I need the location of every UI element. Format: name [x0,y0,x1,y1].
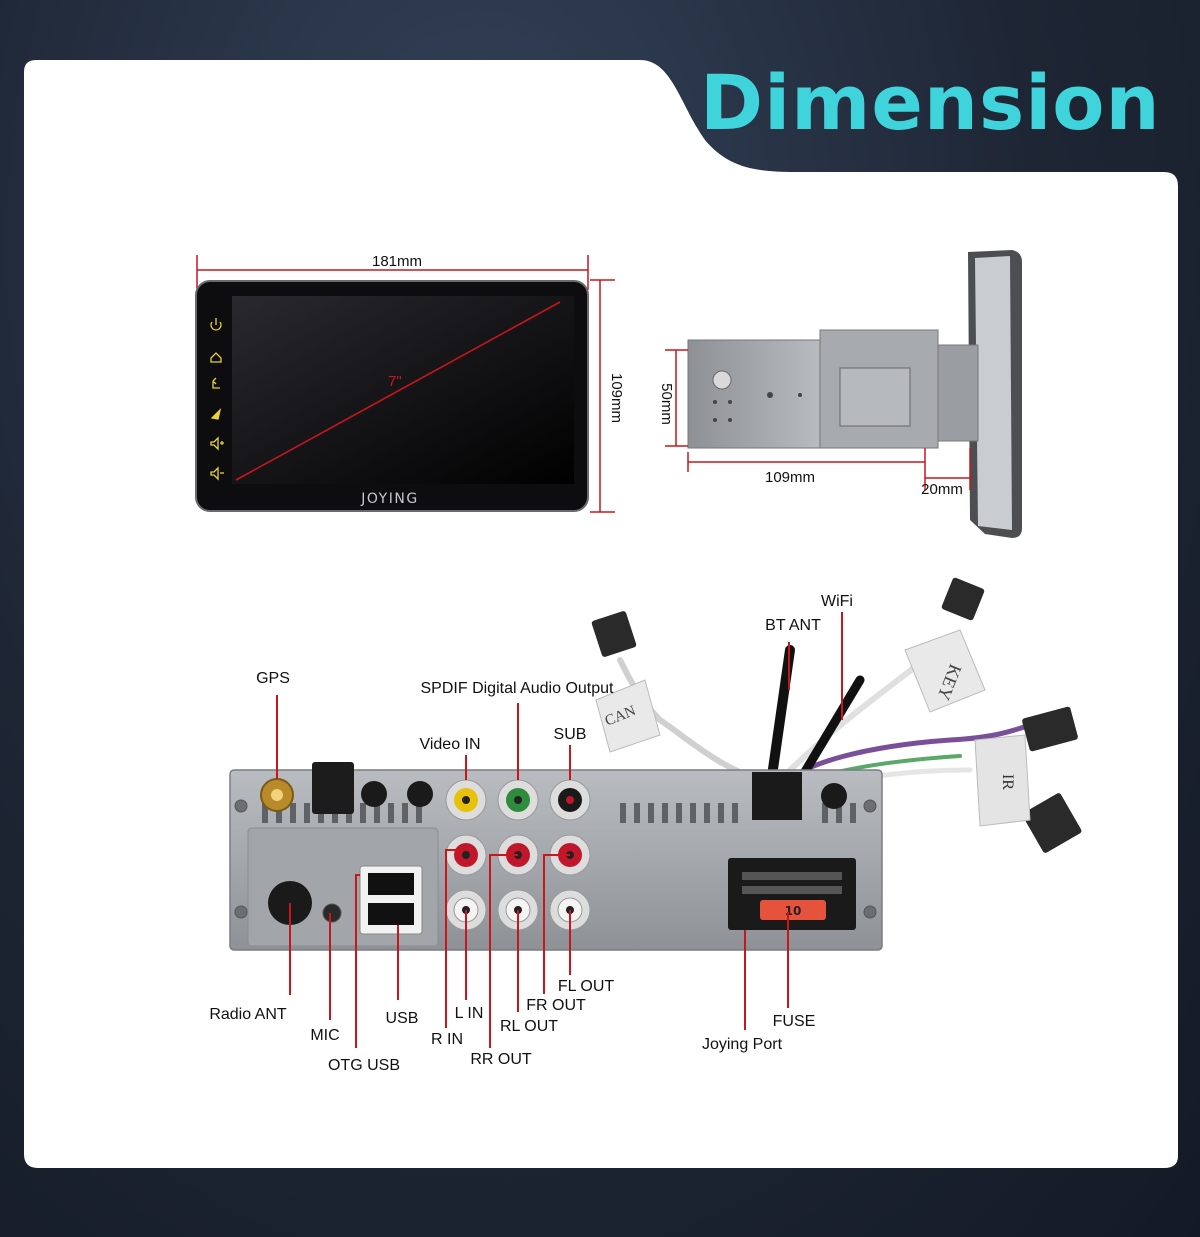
volume-down-icon[interactable] [210,466,224,481]
side-chassis-sleeve [937,344,979,442]
label-otg-usb: OTG USB [328,1057,400,1074]
label-rr-out: RR OUT [470,1051,532,1068]
ir-plug-bottom [1022,793,1082,853]
rca-video-in[interactable] [445,779,487,821]
can-plug [591,611,637,657]
rca-r-in[interactable] [445,834,487,876]
side-bracket-plate [839,367,911,427]
can-tag: CAN [595,679,661,753]
label-l-in: L IN [455,1005,484,1022]
back-icon[interactable] [212,377,220,389]
brand-logo: JOYING [360,491,418,507]
page-title: Dimension [700,58,1161,147]
side-height-label: 50mm [658,383,675,425]
label-joying-port: Joying Port [702,1036,783,1053]
label-fl-out: FL OUT [558,978,615,995]
screws [234,799,877,919]
diagonal-label: 7" [388,373,402,390]
rca-jacks [445,779,591,931]
key-plug [941,577,985,621]
side-bezel-inner [975,256,1012,530]
rca-spdif[interactable] [497,779,539,821]
gps-connector[interactable] [260,778,294,812]
side-chassis-rear [687,339,821,449]
spare-port-black [312,762,354,814]
cable-entry [752,772,802,820]
label-bt-ant: BT ANT [765,617,821,634]
label-video-in: Video IN [419,736,480,753]
volume-up-icon[interactable] [210,436,224,451]
white-panel [24,60,1178,1168]
spare-port-round-2 [407,781,433,807]
label-r-in: R IN [431,1031,463,1048]
side-bezel-label: 20mm [921,481,963,498]
label-mic: MIC [310,1027,339,1044]
mic-jack[interactable] [322,903,342,923]
rear-view: CAN KEY IR [209,577,1082,1074]
side-depth-label: 109mm [765,469,815,486]
ir-tag: IR [974,734,1031,827]
front-width-label: 181mm [372,253,422,270]
ir-plug-top [1022,706,1078,752]
label-rl-out: RL OUT [500,1018,558,1035]
label-wifi: WiFi [821,593,853,610]
spare-port-round-1 [361,781,387,807]
front-view: 181mm 109mm 7" [195,253,625,513]
front-height-label: 109mm [608,373,625,423]
fuse-block[interactable] [760,900,826,920]
label-gps: GPS [256,670,290,687]
joying-port-pins [742,872,842,894]
diagonal-line [235,301,561,481]
screen [232,296,574,484]
label-radio-ant: Radio ANT [209,1006,287,1023]
otg-usb-port[interactable] [368,873,414,895]
power-icon[interactable] [210,318,222,331]
rca-sub[interactable] [549,779,591,821]
callout-lines [276,612,843,1048]
side-holes [713,392,802,422]
nav-icon[interactable] [210,407,222,420]
rear-knob [821,783,847,809]
label-fr-out: FR OUT [526,997,586,1014]
label-sub: SUB [554,726,587,743]
side-sticker [712,370,732,390]
ir-tag-label: IR [999,774,1016,790]
key-tag: KEY [904,629,986,713]
home-icon[interactable] [210,352,222,363]
label-usb: USB [386,1010,419,1027]
side-buttons [210,318,224,481]
side-view: 50mm 109mm 20mm [658,250,1022,538]
usb-port[interactable] [368,903,414,925]
label-spdif: SPDIF Digital Audio Output [421,680,615,697]
label-fuse: FUSE [773,1013,816,1030]
